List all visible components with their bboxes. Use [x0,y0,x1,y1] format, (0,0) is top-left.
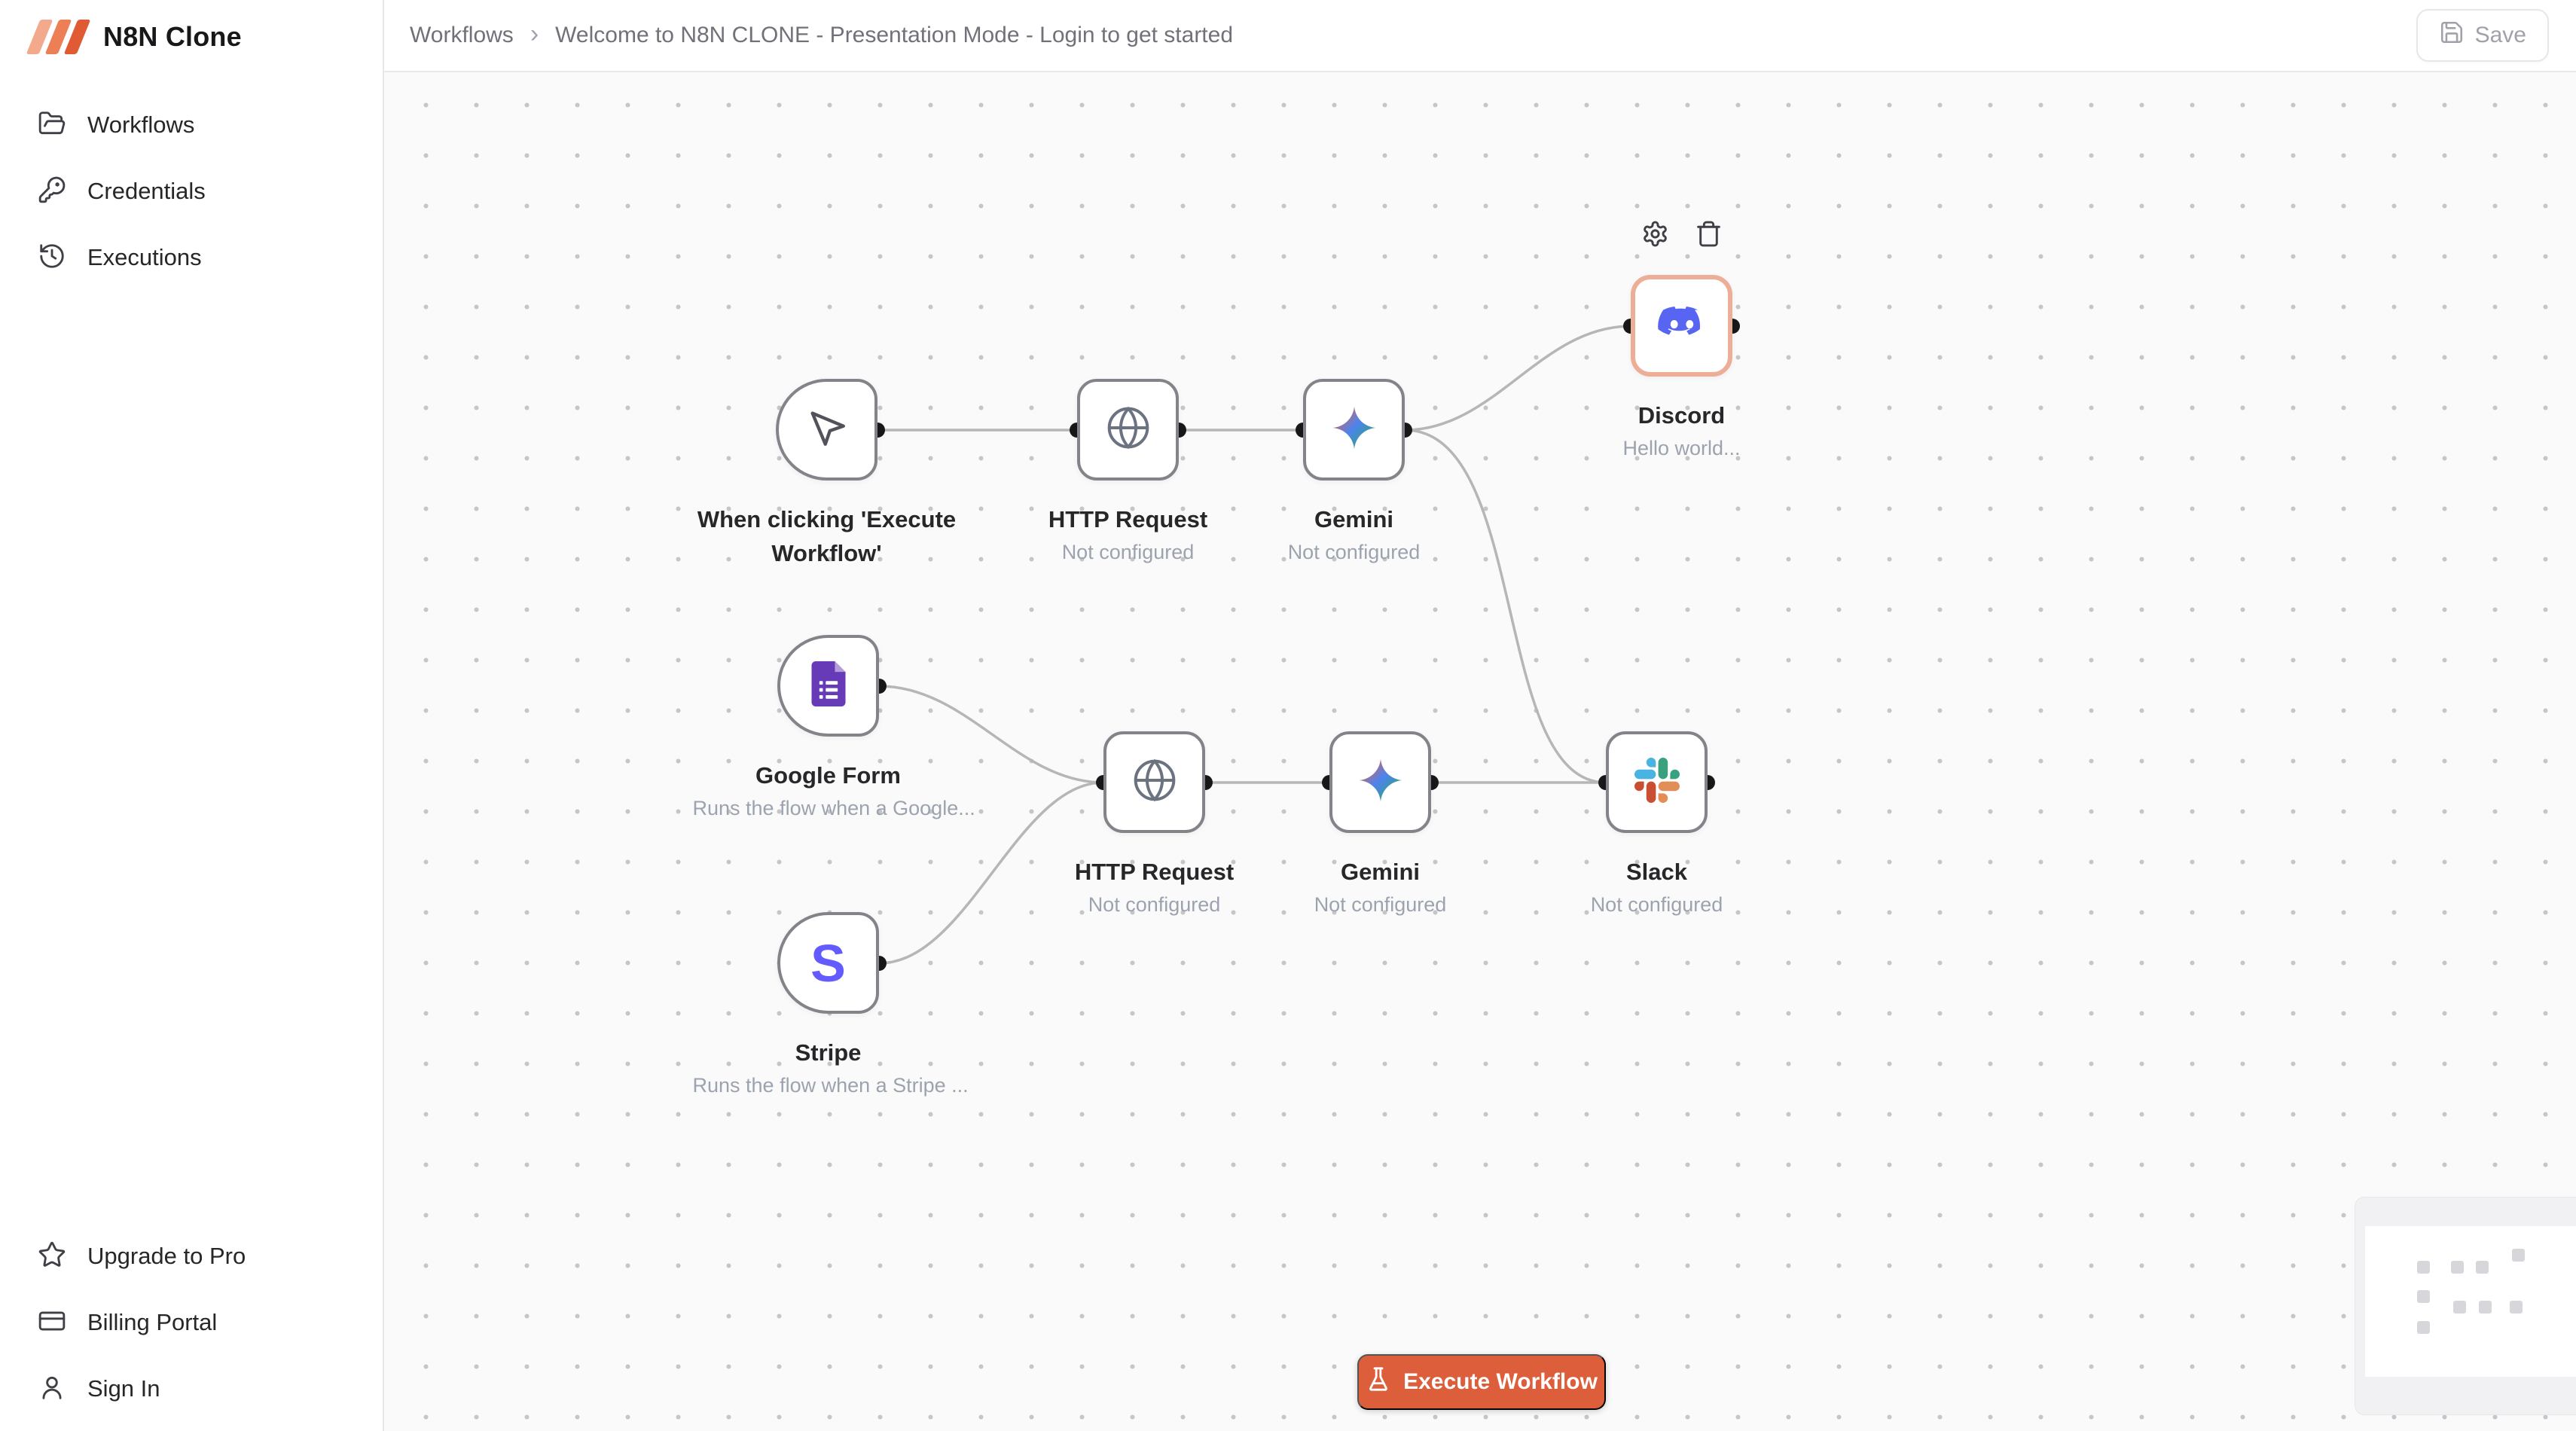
minimap-node [2417,1290,2430,1303]
globe-icon [1104,404,1152,456]
app-title: N8N Clone [103,21,242,52]
sidebar-item-upgrade[interactable]: Upgrade to Pro [0,1235,383,1277]
folder-open-icon [38,109,66,142]
minimap-viewport[interactable] [2365,1226,2576,1377]
sidebar-item-label: Credentials [87,178,206,204]
connection-stripe-http2[interactable] [878,781,1104,965]
minimap-node [2476,1261,2489,1274]
credit-card-icon [38,1307,66,1339]
node-title: HTTP Request [1074,859,1235,885]
sidebar-item-billing[interactable]: Billing Portal [0,1301,383,1344]
minimap-node [2510,1301,2523,1314]
workflow-canvas[interactable]: When clicking 'Execute Workflow' HTTP Re… [384,72,2576,1431]
sidebar-item-executions[interactable]: Executions [0,236,383,279]
save-button-label: Save [2474,23,2526,47]
minimap-node [2417,1261,2430,1274]
node-discord[interactable]: Discord Hello world... [1622,275,1741,459]
gemini-icon [1331,404,1378,455]
connection-gemini1-slack[interactable] [1404,429,1607,784]
node-box[interactable] [776,379,877,481]
user-icon [38,1373,66,1405]
execute-workflow-label: Execute Workflow [1403,1369,1598,1394]
node-box[interactable] [1606,731,1708,833]
minimap-node [2417,1321,2430,1334]
sidebar: N8N Clone Workflows Credentials Executio… [0,0,384,1431]
minimap[interactable] [2355,1198,2576,1414]
node-gemini-2[interactable]: Gemini Not configured [1314,731,1446,916]
stripe-icon: S [810,933,846,993]
app-logo[interactable]: N8N Clone [26,20,242,54]
node-http-request-2[interactable]: HTTP Request Not configured [1075,731,1234,916]
node-subtitle: Not configured [1314,892,1447,916]
breadcrumb: Workflows › Welcome to N8N CLONE - Prese… [410,19,1234,50]
logo-slashes-icon [26,20,91,54]
node-box[interactable] [1103,731,1205,833]
node-subtitle: Not configured [1590,892,1723,916]
connection-layer [870,319,1740,971]
node-title: Discord [1637,402,1726,429]
node-subtitle: Runs the flow when a Google... [692,796,975,819]
google-form-icon [811,661,846,710]
sidebar-item-signin[interactable]: Sign In [0,1368,383,1410]
save-button[interactable]: Save [2416,9,2549,62]
execute-workflow-button[interactable]: Execute Workflow [1357,1354,1606,1410]
breadcrumb-current: Welcome to N8N CLONE - Presentation Mode… [555,23,1234,47]
slack-icon [1634,758,1680,807]
sidebar-item-credentials[interactable]: Credentials [0,170,383,212]
node-title: Google Form [755,762,901,789]
sidebar-footer: Upgrade to Pro Billing Portal Sign In [0,1235,383,1410]
key-icon [38,175,66,208]
node-box[interactable]: S [777,912,879,1014]
connection-gemini1-discord[interactable] [1404,325,1631,432]
node-title: Slack [1625,859,1687,885]
discord-icon [1657,305,1707,346]
node-title: Gemini [1340,859,1421,885]
node-box[interactable] [1631,275,1732,377]
node-http-request-1[interactable]: HTTP Request Not configured [1048,379,1207,563]
node-subtitle: Not configured [1061,540,1195,563]
topbar: Workflows › Welcome to N8N CLONE - Prese… [384,0,2576,72]
sidebar-item-label: Billing Portal [87,1309,218,1335]
node-toolbar [1631,220,1732,252]
save-icon [2439,20,2465,51]
node-gemini-1[interactable]: Gemini Not configured [1288,379,1420,563]
node-title: When clicking 'Execute Workflow' [697,506,957,566]
minimap-node [2479,1301,2492,1314]
sidebar-item-workflows[interactable]: Workflows [0,104,383,146]
connection-googleform-http2[interactable] [878,685,1104,784]
sidebar-item-label: Executions [87,244,202,270]
history-icon [38,242,66,274]
chevron-right-icon: › [530,19,539,48]
node-title: HTTP Request [1048,506,1208,532]
mouse-pointer-icon [805,406,849,453]
flask-icon [1366,1366,1391,1398]
node-google-form[interactable]: Google Form Runs the flow when a Google.… [693,635,975,819]
minimap-node [2453,1301,2466,1314]
minimap-node [2451,1261,2464,1274]
node-box[interactable] [1329,731,1431,833]
sidebar-nav: Workflows Credentials Executions [0,104,383,279]
node-subtitle: Runs the flow when a Stripe ... [692,1073,969,1097]
star-icon [38,1240,66,1273]
gear-icon[interactable] [1641,220,1669,252]
breadcrumb-root[interactable]: Workflows [410,23,514,47]
node-box[interactable] [1077,379,1179,481]
node-subtitle: Not configured [1287,540,1421,563]
node-title: Gemini [1314,506,1394,532]
node-box[interactable] [1303,379,1405,481]
minimap-node [2512,1249,2525,1262]
trash-icon[interactable] [1695,220,1723,252]
sidebar-item-label: Upgrade to Pro [87,1243,246,1269]
node-subtitle: Hello world... [1622,436,1741,459]
node-slack[interactable]: Slack Not configured [1591,731,1723,916]
globe-icon [1131,756,1179,808]
node-box[interactable] [777,635,879,737]
sidebar-item-label: Sign In [87,1375,160,1402]
node-subtitle: Not configured [1088,892,1221,916]
gemini-icon [1357,757,1404,807]
sidebar-item-label: Workflows [87,111,195,138]
node-stripe[interactable]: S Stripe Runs the flow when a Stripe ... [693,912,969,1097]
node-title: Stripe [795,1039,862,1066]
node-manual-trigger[interactable]: When clicking 'Execute Workflow' [697,379,956,566]
